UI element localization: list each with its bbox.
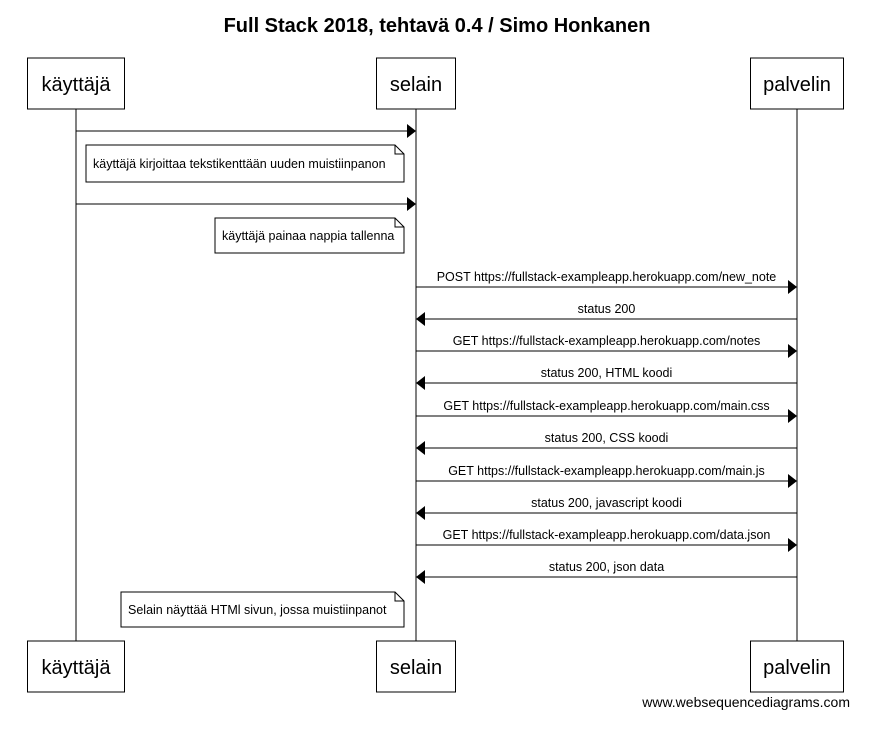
note-1: käyttäjä kirjoittaa tekstikenttään uuden…: [85, 144, 405, 183]
message-label: status 200: [578, 302, 636, 316]
participant-label: käyttäjä: [42, 74, 112, 96]
participant-label: käyttäjä: [42, 657, 112, 679]
diagram-title: Full Stack 2018, tehtavä 0.4 / Simo Honk…: [224, 15, 651, 37]
message-label: status 200, javascript koodi: [531, 496, 682, 510]
participant-box: [376, 57, 456, 110]
note-box: [214, 217, 405, 254]
arrowhead-icon: [416, 312, 425, 326]
note-box: [85, 144, 405, 183]
arrowhead-icon: [788, 344, 797, 358]
message-9: status 200, CSS koodi: [416, 431, 797, 455]
arrowhead-icon: [407, 124, 416, 138]
note-box: [120, 591, 405, 628]
message-6: GET https://fullstack-exampleapp.herokua…: [416, 334, 797, 358]
message-label: POST https://fullstack-exampleapp.heroku…: [437, 270, 777, 284]
arrowhead-icon: [416, 506, 425, 520]
note-text: Selain näyttää HTMl sivun, jossa muistii…: [128, 603, 387, 617]
participant-label: palvelin: [763, 657, 831, 679]
message-13: status 200, json data: [416, 560, 797, 584]
participant-kayttaja-top: käyttäjä: [27, 57, 125, 110]
note-text: käyttäjä painaa nappia tallenna: [222, 229, 394, 243]
message-label: GET https://fullstack-exampleapp.herokua…: [448, 464, 765, 478]
participant-label: selain: [390, 657, 442, 679]
note-text: käyttäjä kirjoittaa tekstikenttään uuden…: [93, 157, 386, 171]
participant-box: [27, 57, 125, 110]
arrowhead-icon: [416, 376, 425, 390]
messages: käyttäjä kirjoittaa tekstikenttään uuden…: [76, 124, 797, 628]
participants: käyttäjä käyttäjä selain selain palvelin palv…: [27, 57, 844, 693]
participant-selain-top: selain: [376, 57, 456, 110]
message-label: status 200, CSS koodi: [545, 431, 669, 445]
message-11: status 200, javascript koodi: [416, 496, 797, 520]
message-5: status 200: [416, 302, 797, 326]
message-label: status 200, json data: [549, 560, 664, 574]
message-8: GET https://fullstack-exampleapp.herokua…: [416, 399, 797, 423]
arrowhead-icon: [416, 570, 425, 584]
note-fold: [394, 145, 404, 155]
note-fold: [394, 592, 404, 602]
message-label: GET https://fullstack-exampleapp.herokua…: [443, 399, 769, 413]
note-14: Selain näyttää HTMl sivun, jossa muistii…: [120, 591, 405, 628]
arrowhead-icon: [788, 474, 797, 488]
arrowhead-icon: [416, 441, 425, 455]
participant-kayttaja-bottom: käyttäjä: [27, 640, 125, 693]
arrowhead-icon: [788, 538, 797, 552]
participant-palvelin-bottom: palvelin: [750, 640, 844, 693]
participant-selain-bottom: selain: [376, 640, 456, 693]
message-label: GET https://fullstack-exampleapp.herokua…: [453, 334, 761, 348]
participant-label: selain: [390, 74, 442, 96]
message-2: [76, 197, 416, 211]
participant-box: [750, 57, 844, 110]
message-10: GET https://fullstack-exampleapp.herokua…: [416, 464, 797, 488]
watermark: www.websequencediagrams.com: [641, 694, 850, 710]
arrowhead-icon: [788, 280, 797, 294]
note-fold: [394, 218, 404, 228]
participant-box: [376, 640, 456, 693]
message-12: GET https://fullstack-exampleapp.herokua…: [416, 528, 797, 552]
arrowhead-icon: [788, 409, 797, 423]
message-0: [76, 124, 416, 138]
note-3: käyttäjä painaa nappia tallenna: [214, 217, 405, 254]
participant-box: [27, 640, 125, 693]
message-label: status 200, HTML koodi: [541, 366, 673, 380]
message-label: GET https://fullstack-exampleapp.herokua…: [443, 528, 771, 542]
lifelines: [75, 109, 798, 641]
message-7: status 200, HTML koodi: [416, 366, 797, 390]
participant-palvelin-top: palvelin: [750, 57, 844, 110]
arrowhead-icon: [407, 197, 416, 211]
participant-box: [750, 640, 844, 693]
participant-label: palvelin: [763, 74, 831, 96]
message-4: POST https://fullstack-exampleapp.heroku…: [416, 270, 797, 294]
